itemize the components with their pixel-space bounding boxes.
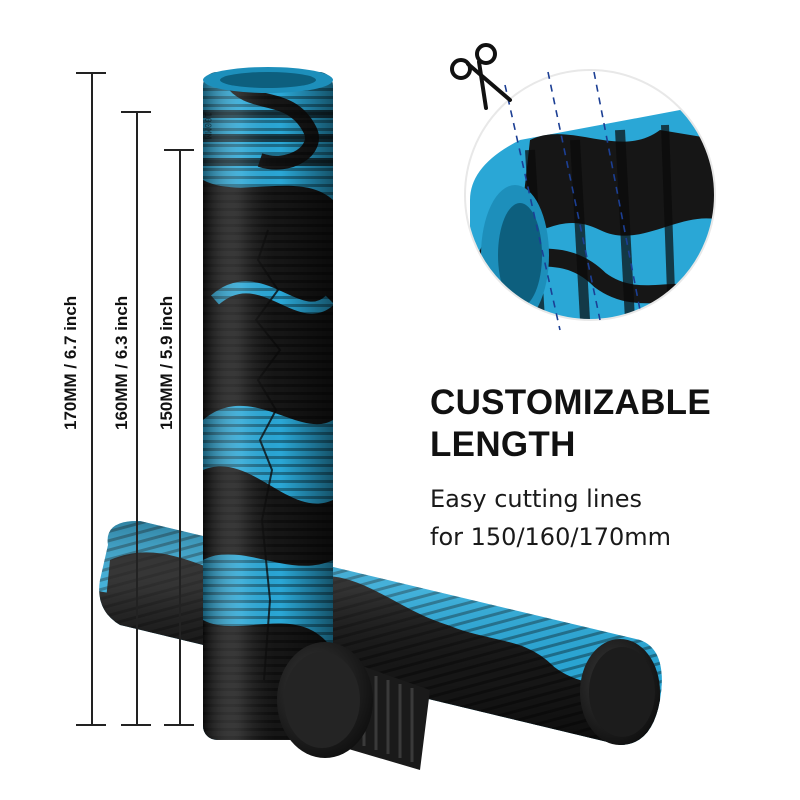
subtext: Easy cutting lines for 150/160/170mm	[430, 480, 671, 556]
scissors-icon	[450, 43, 512, 110]
measure-label-170: 170MM / 6.7 inch	[61, 295, 80, 430]
headline-line-1: CUSTOMIZABLE	[430, 383, 712, 422]
end-plug	[277, 642, 430, 770]
headline: CUSTOMIZABLE LENGTH	[430, 382, 711, 466]
closeup-circle	[464, 69, 716, 331]
headline-line-2: LENGTH	[430, 425, 576, 464]
measure-label-150: 150MM / 5.9 inch	[157, 295, 176, 430]
vertical-grip	[203, 67, 333, 740]
subtext-line-2: for 150/160/170mm	[430, 523, 671, 551]
grip-embossing: 100MM	[202, 112, 212, 140]
subtext-line-1: Easy cutting lines	[430, 485, 642, 513]
measure-label-160: 160MM / 6.3 inch	[112, 295, 131, 430]
